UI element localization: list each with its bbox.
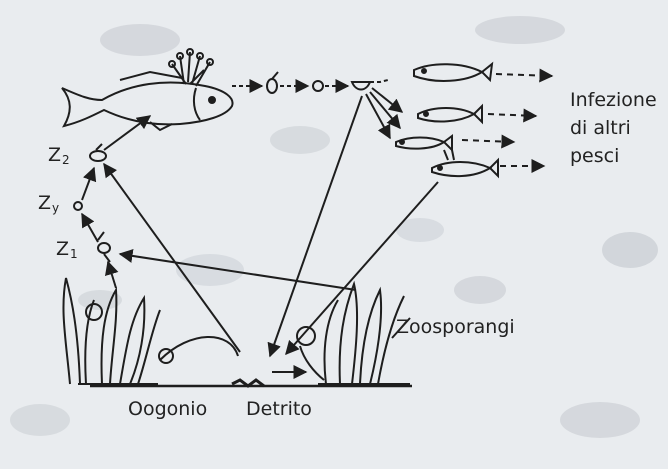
zoospore-chain: [232, 72, 402, 138]
infection-label: Infezione di altri pesci: [570, 86, 657, 170]
zy-label: Zy: [38, 194, 59, 213]
zoosporangia-label: Zoosporangi: [396, 318, 515, 337]
infected-fish-group: [396, 64, 552, 176]
background-texture: [10, 16, 658, 438]
zy-label-sub: y: [52, 201, 59, 215]
zoosporangium-plants-icon: [297, 284, 410, 384]
z2-label-sub: 2: [62, 153, 70, 167]
oogonium-plants-icon: [63, 278, 173, 384]
infection-label-line3: pesci: [570, 142, 657, 170]
zy-label-main: Z: [38, 192, 51, 214]
z2-label: Z2: [48, 146, 70, 165]
infection-label-line2: di altri: [570, 114, 657, 142]
z2-label-main: Z: [48, 144, 61, 166]
z1-label-sub: 1: [70, 247, 78, 261]
z1-label: Z1: [56, 240, 78, 259]
z1-label-main: Z: [56, 238, 69, 260]
oogonium-label: Oogonio: [128, 400, 207, 419]
zoospore-stages: [74, 116, 150, 288]
detritus-label: Detrito: [246, 400, 312, 419]
infection-label-line1: Infezione: [570, 86, 657, 114]
